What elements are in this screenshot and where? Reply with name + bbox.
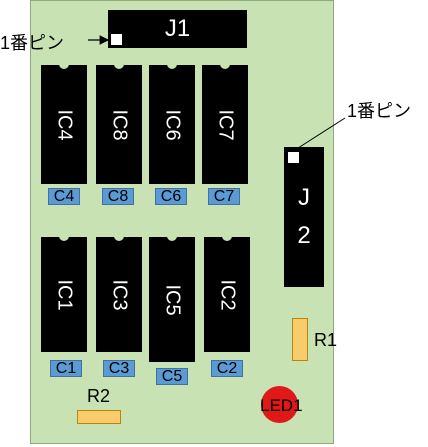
capacitor: C8 xyxy=(102,188,134,205)
capacitor: C6 xyxy=(155,188,187,205)
capacitor-label: C4 xyxy=(53,187,75,205)
ic-label: IC4 xyxy=(53,108,76,141)
ic-notch xyxy=(167,61,177,69)
connector-j1: J1 xyxy=(108,10,247,48)
ic-label: IC1 xyxy=(53,278,76,311)
ic-chip: IC4 xyxy=(41,61,87,184)
connector-j2-label-bottom: 2 xyxy=(297,222,311,249)
ic-notch xyxy=(220,61,230,69)
capacitor-label: C6 xyxy=(160,187,182,205)
j2-pin1-marker xyxy=(287,151,300,164)
ic-chip: IC2 xyxy=(204,233,250,352)
capacitor: C2 xyxy=(211,360,243,377)
ic-chip: IC7 xyxy=(202,61,248,184)
ic-chip: IC3 xyxy=(96,233,142,352)
ic-label: IC6 xyxy=(161,108,184,141)
ic-label: IC5 xyxy=(161,283,184,316)
capacitor-label: C7 xyxy=(213,187,235,205)
ic-notch xyxy=(114,233,124,241)
capacitor: C5 xyxy=(156,368,188,385)
ic-chip: IC6 xyxy=(149,61,195,184)
ic-label: IC8 xyxy=(108,108,131,141)
ic-notch xyxy=(59,61,69,69)
ic-notch xyxy=(167,233,177,241)
ic-label: IC3 xyxy=(108,278,131,311)
capacitor: C3 xyxy=(103,360,135,377)
capacitor: C7 xyxy=(208,188,240,205)
resistor-r1 xyxy=(292,318,308,361)
j1-pin1-callout: 1番ピン xyxy=(0,33,65,53)
resistor-r1-label: R1 xyxy=(314,330,338,350)
capacitor: C4 xyxy=(48,188,80,205)
resistor-r2 xyxy=(77,410,121,424)
resistor-r2-label: R2 xyxy=(87,386,111,406)
ic-notch xyxy=(222,233,232,241)
ic-label: IC7 xyxy=(214,108,237,141)
j2-pin1-callout: 1番ピン xyxy=(347,101,412,121)
connector-j1-label: J1 xyxy=(164,15,191,42)
led1-label: LED1 xyxy=(260,396,303,415)
ic-label: IC2 xyxy=(216,278,239,311)
capacitor: C1 xyxy=(50,360,82,377)
capacitor-label: C1 xyxy=(55,359,77,377)
connector-j2: J 2 xyxy=(284,147,324,287)
led1 xyxy=(261,386,298,423)
ic-notch xyxy=(114,61,124,69)
ic-chip: IC5 xyxy=(149,233,195,362)
connector-j2-label-top: J xyxy=(298,184,310,211)
ic-notch xyxy=(59,233,69,241)
capacitor-label: C2 xyxy=(216,359,238,377)
j1-pin1-marker xyxy=(110,33,123,46)
capacitor-label: C3 xyxy=(108,359,130,377)
ic-chip: IC1 xyxy=(41,233,87,352)
ic-chip: IC8 xyxy=(96,61,142,184)
capacitor-label: C8 xyxy=(107,187,129,205)
capacitor-label: C5 xyxy=(161,367,183,385)
